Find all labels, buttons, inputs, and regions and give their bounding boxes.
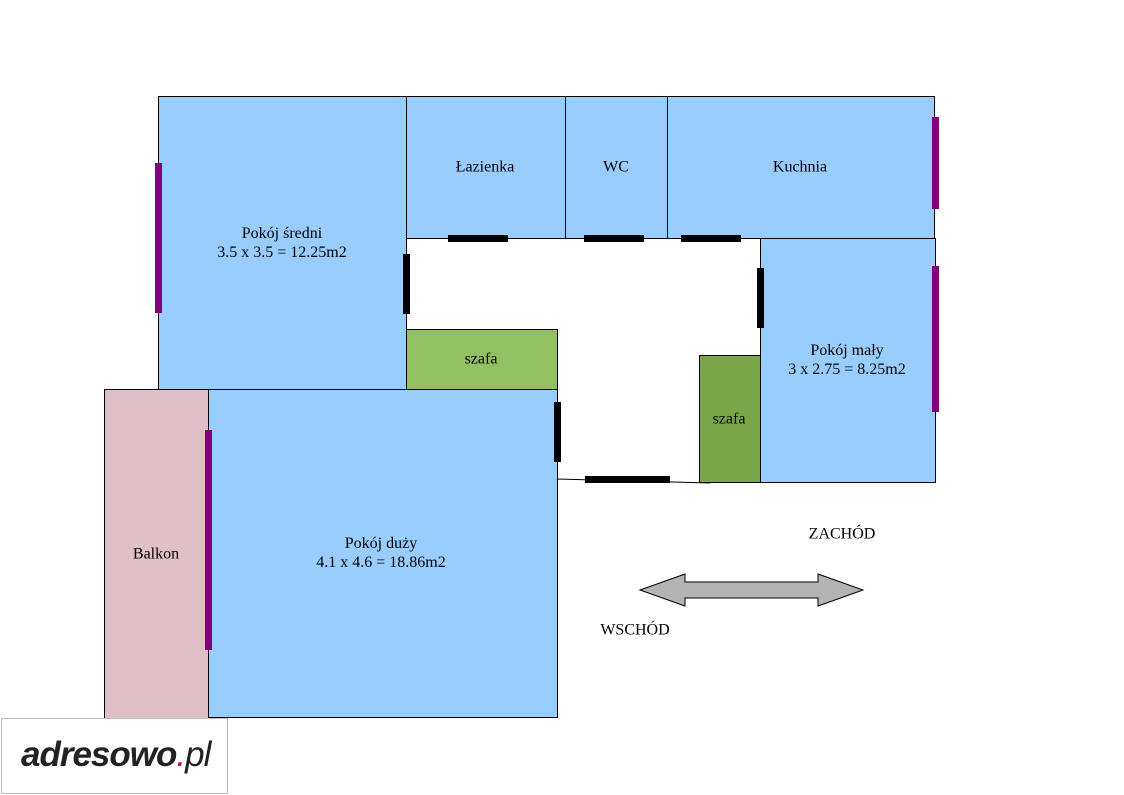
label-pokoj-maly-name: Pokój mały: [810, 342, 884, 359]
window-pokoj-sredni: [155, 163, 162, 313]
door-kuchnia: [681, 235, 741, 242]
label-pokoj-duzy-name: Pokój duży: [344, 535, 418, 552]
room-lazienka: [406, 96, 566, 239]
door-wc: [584, 235, 644, 242]
wardrobe-2: [699, 355, 761, 483]
label-pokoj-duzy-size: 4.1 x 4.6 = 18.86m2: [316, 554, 446, 571]
room-pokoj-sredni: [158, 96, 407, 391]
room-pokoj-duzy: [208, 389, 558, 718]
label-pokoj-duzy: Pokój duży 4.1 x 4.6 = 18.86m2: [316, 534, 445, 572]
label-pokoj-maly-size: 3 x 2.75 = 8.25m2: [788, 361, 906, 378]
label-szafa-1: szafa: [464, 350, 498, 368]
logo-dot: .: [176, 735, 186, 774]
window-kuchnia: [932, 117, 939, 209]
room-balkon: [104, 389, 209, 719]
door-pokoj-duzy: [554, 402, 561, 462]
label-lazienka: Łazienka: [455, 158, 515, 176]
logo-text: adresowo.pl: [21, 735, 211, 775]
label-pokoj-sredni-name: Pokój średni: [241, 225, 323, 242]
logo-tld: pl: [185, 735, 211, 774]
label-szafa-2: szafa: [712, 410, 746, 428]
compass-west-label: ZACHÓD: [808, 525, 876, 543]
logo: adresowo.pl: [1, 718, 228, 794]
door-pokoj-maly: [757, 268, 764, 328]
window-pokoj-duzy: [205, 430, 212, 650]
label-kuchnia: Kuchnia: [772, 158, 828, 176]
logo-main: adresowo: [21, 735, 177, 774]
label-pokoj-sredni-size: 3.5 x 3.5 = 12.25m2: [217, 244, 347, 261]
door-lazienka: [448, 235, 508, 242]
label-pokoj-maly: Pokój mały 3 x 2.75 = 8.25m2: [788, 341, 905, 379]
room-kuchnia: [667, 96, 935, 239]
label-pokoj-sredni: Pokój średni 3.5 x 3.5 = 12.25m2: [217, 224, 346, 262]
label-wc: WC: [603, 158, 629, 176]
compass-east-label: WSCHÓD: [600, 621, 670, 639]
window-pokoj-maly: [932, 266, 939, 412]
door-entrance: [585, 476, 670, 483]
wardrobe-1: [406, 329, 558, 390]
room-pokoj-maly: [760, 238, 936, 483]
door-pokoj-sredni: [403, 254, 410, 314]
label-balkon: Balkon: [132, 545, 180, 563]
